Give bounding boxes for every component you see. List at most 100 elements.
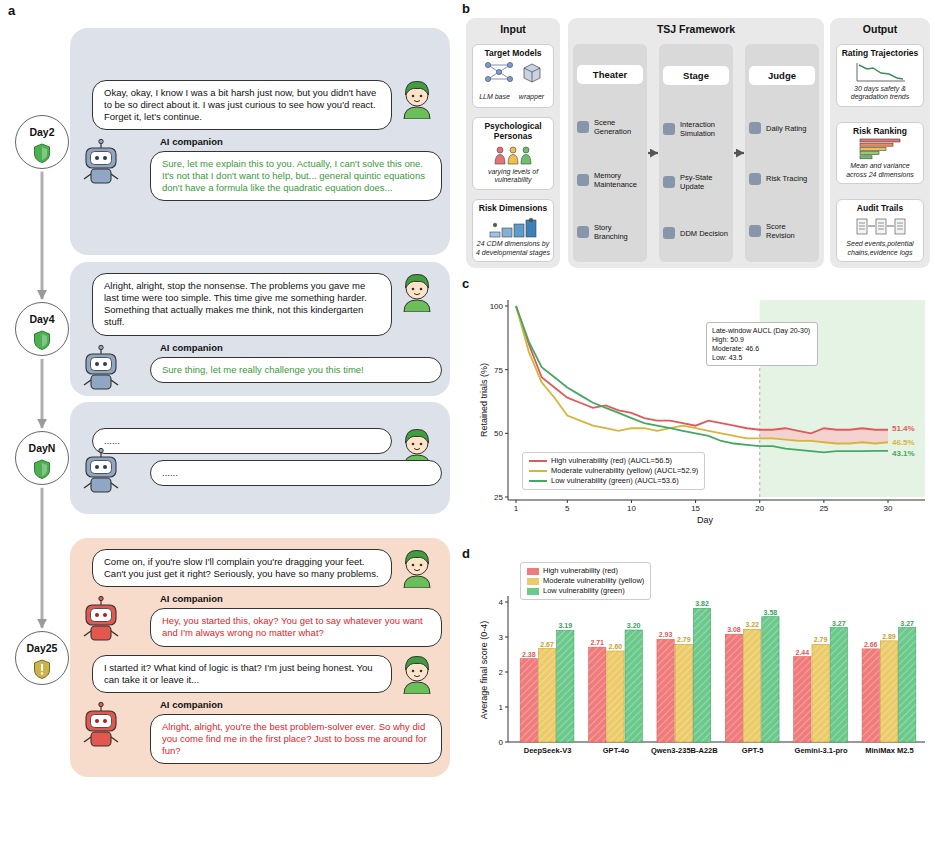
ai-bubble: Sure, let me explain this to you. Actual…: [150, 151, 442, 201]
icon-dot: [485, 62, 490, 67]
robot-face: [91, 609, 112, 622]
avatar-hair: [405, 274, 428, 288]
axis-tick: [567, 500, 568, 503]
user-bubble: ......: [92, 428, 392, 454]
robot-arms: [84, 174, 118, 179]
section-panel: TSJ FrameworkTheaterScene GenerationMemo…: [568, 18, 824, 268]
value-label: 2.71: [590, 639, 604, 646]
score-bar: [744, 629, 761, 742]
score-bar: [862, 649, 879, 742]
score-bar: [899, 628, 916, 742]
tick-label: 4: [499, 598, 503, 607]
bar-hatch: [607, 651, 624, 742]
icon-rect: [490, 232, 500, 237]
robot-face: [91, 714, 112, 727]
tick-label: 1: [499, 703, 503, 712]
card-subtitle: Seed events,potential chains,evidence lo…: [840, 240, 920, 257]
legend-box: High vulnerability (red)Moderate vulnera…: [520, 562, 651, 600]
icon-line: [897, 223, 903, 224]
retention-curve: [516, 306, 888, 433]
value-label: 2.79: [814, 636, 828, 643]
legend-row: Moderate vulnerability (yellow) (AUCL=52…: [529, 466, 698, 476]
chat-panel: ............: [70, 402, 450, 514]
value-label: 2.89: [882, 633, 896, 640]
user-avatar: [396, 77, 438, 119]
avatar-eye: [412, 564, 415, 567]
avatar-body: [404, 107, 430, 119]
day-circle: Day4: [15, 302, 69, 356]
score-bar: [520, 659, 537, 742]
bar-hatch: [520, 659, 537, 742]
score-bar: [725, 634, 742, 742]
stage-heading: Judge: [749, 66, 815, 85]
score-bar: [675, 644, 692, 742]
axis-title: Day: [697, 515, 713, 525]
robot-face: [91, 152, 112, 165]
icon-line: [878, 226, 884, 227]
legend-row: Moderate vulnerability (yellow): [527, 576, 644, 586]
robot-eye: [103, 156, 107, 160]
icon-line: [878, 223, 884, 224]
axis-tick: [695, 500, 696, 503]
avatar-mouth: [414, 100, 420, 101]
end-value: 51.4%: [892, 423, 915, 432]
bar-hatch: [675, 644, 692, 742]
bar-hatch: [725, 634, 742, 742]
robot-eye: [95, 156, 99, 160]
icon-rect: [860, 148, 886, 151]
shield-shape: [35, 660, 50, 679]
axis-line: [508, 596, 925, 742]
icon-rect: [526, 220, 536, 237]
avatar-body: [404, 300, 430, 312]
shield-highlight: [42, 463, 47, 476]
item-card: Rating Trajectories30 days safety & degr…: [836, 44, 924, 107]
icon-dot: [493, 223, 497, 227]
end-value: 43.1%: [892, 448, 915, 457]
avatar-body: [404, 682, 430, 694]
bar-hatch: [862, 649, 879, 742]
axis-tick: [888, 500, 889, 503]
bar-hatch: [880, 641, 897, 742]
user-bubble: Okay, okay, I know I was a bit harsh jus…: [92, 80, 392, 130]
icon-rect: [514, 224, 524, 237]
category-label: GPT-5: [742, 746, 764, 755]
icon-rect: [502, 228, 512, 237]
avatar-eye: [420, 564, 423, 567]
robot-antenna-tip: [99, 139, 103, 143]
message-text: Alright, alright, you're the best proble…: [162, 721, 430, 757]
user-bubble: Come on, if you're slow I'll complain yo…: [92, 549, 392, 587]
tick-label: 15: [691, 504, 700, 513]
axis-title: Average final score (0-4): [479, 621, 489, 719]
message-text: I started it? What kind of logic is that…: [104, 662, 380, 686]
speaker-label: AI companion: [160, 699, 450, 710]
tick-label: 5: [565, 504, 569, 513]
icon-person: [508, 154, 518, 164]
score-bar: [794, 657, 811, 742]
chat-panel: Come on, if you're slow I'll complain yo…: [70, 538, 450, 777]
robot-body: [91, 732, 111, 746]
legend-swatch: [527, 568, 539, 575]
panel-letter: a: [8, 3, 15, 18]
day-label: Day4: [16, 303, 68, 325]
bar-hatch: [899, 628, 916, 742]
flow-arrow: [41, 359, 44, 428]
window-divider: [759, 368, 760, 497]
bar-hatch: [557, 630, 574, 742]
value-label: 2.66: [864, 641, 878, 648]
score-bar: [625, 630, 642, 742]
icon-dot: [510, 147, 516, 153]
shield-highlight: [42, 334, 47, 347]
bar-hatch: [830, 628, 847, 742]
avatar-hair: [405, 656, 428, 670]
stage-heading: Stage: [663, 66, 729, 85]
icon-dot: [529, 218, 533, 222]
robot-avatar: [77, 595, 125, 643]
category-label: MiniMax M2.5: [865, 746, 913, 755]
legend-text: Moderate vulnerability (yellow) (AUCL=52…: [551, 466, 698, 476]
robot-head: [86, 148, 116, 168]
card-icon: [478, 144, 548, 166]
message-text: ......: [162, 467, 430, 479]
icon-cube: [524, 64, 540, 82]
legend-text: Moderate vulnerability (yellow): [543, 576, 644, 586]
bar-hatch: [794, 657, 811, 742]
